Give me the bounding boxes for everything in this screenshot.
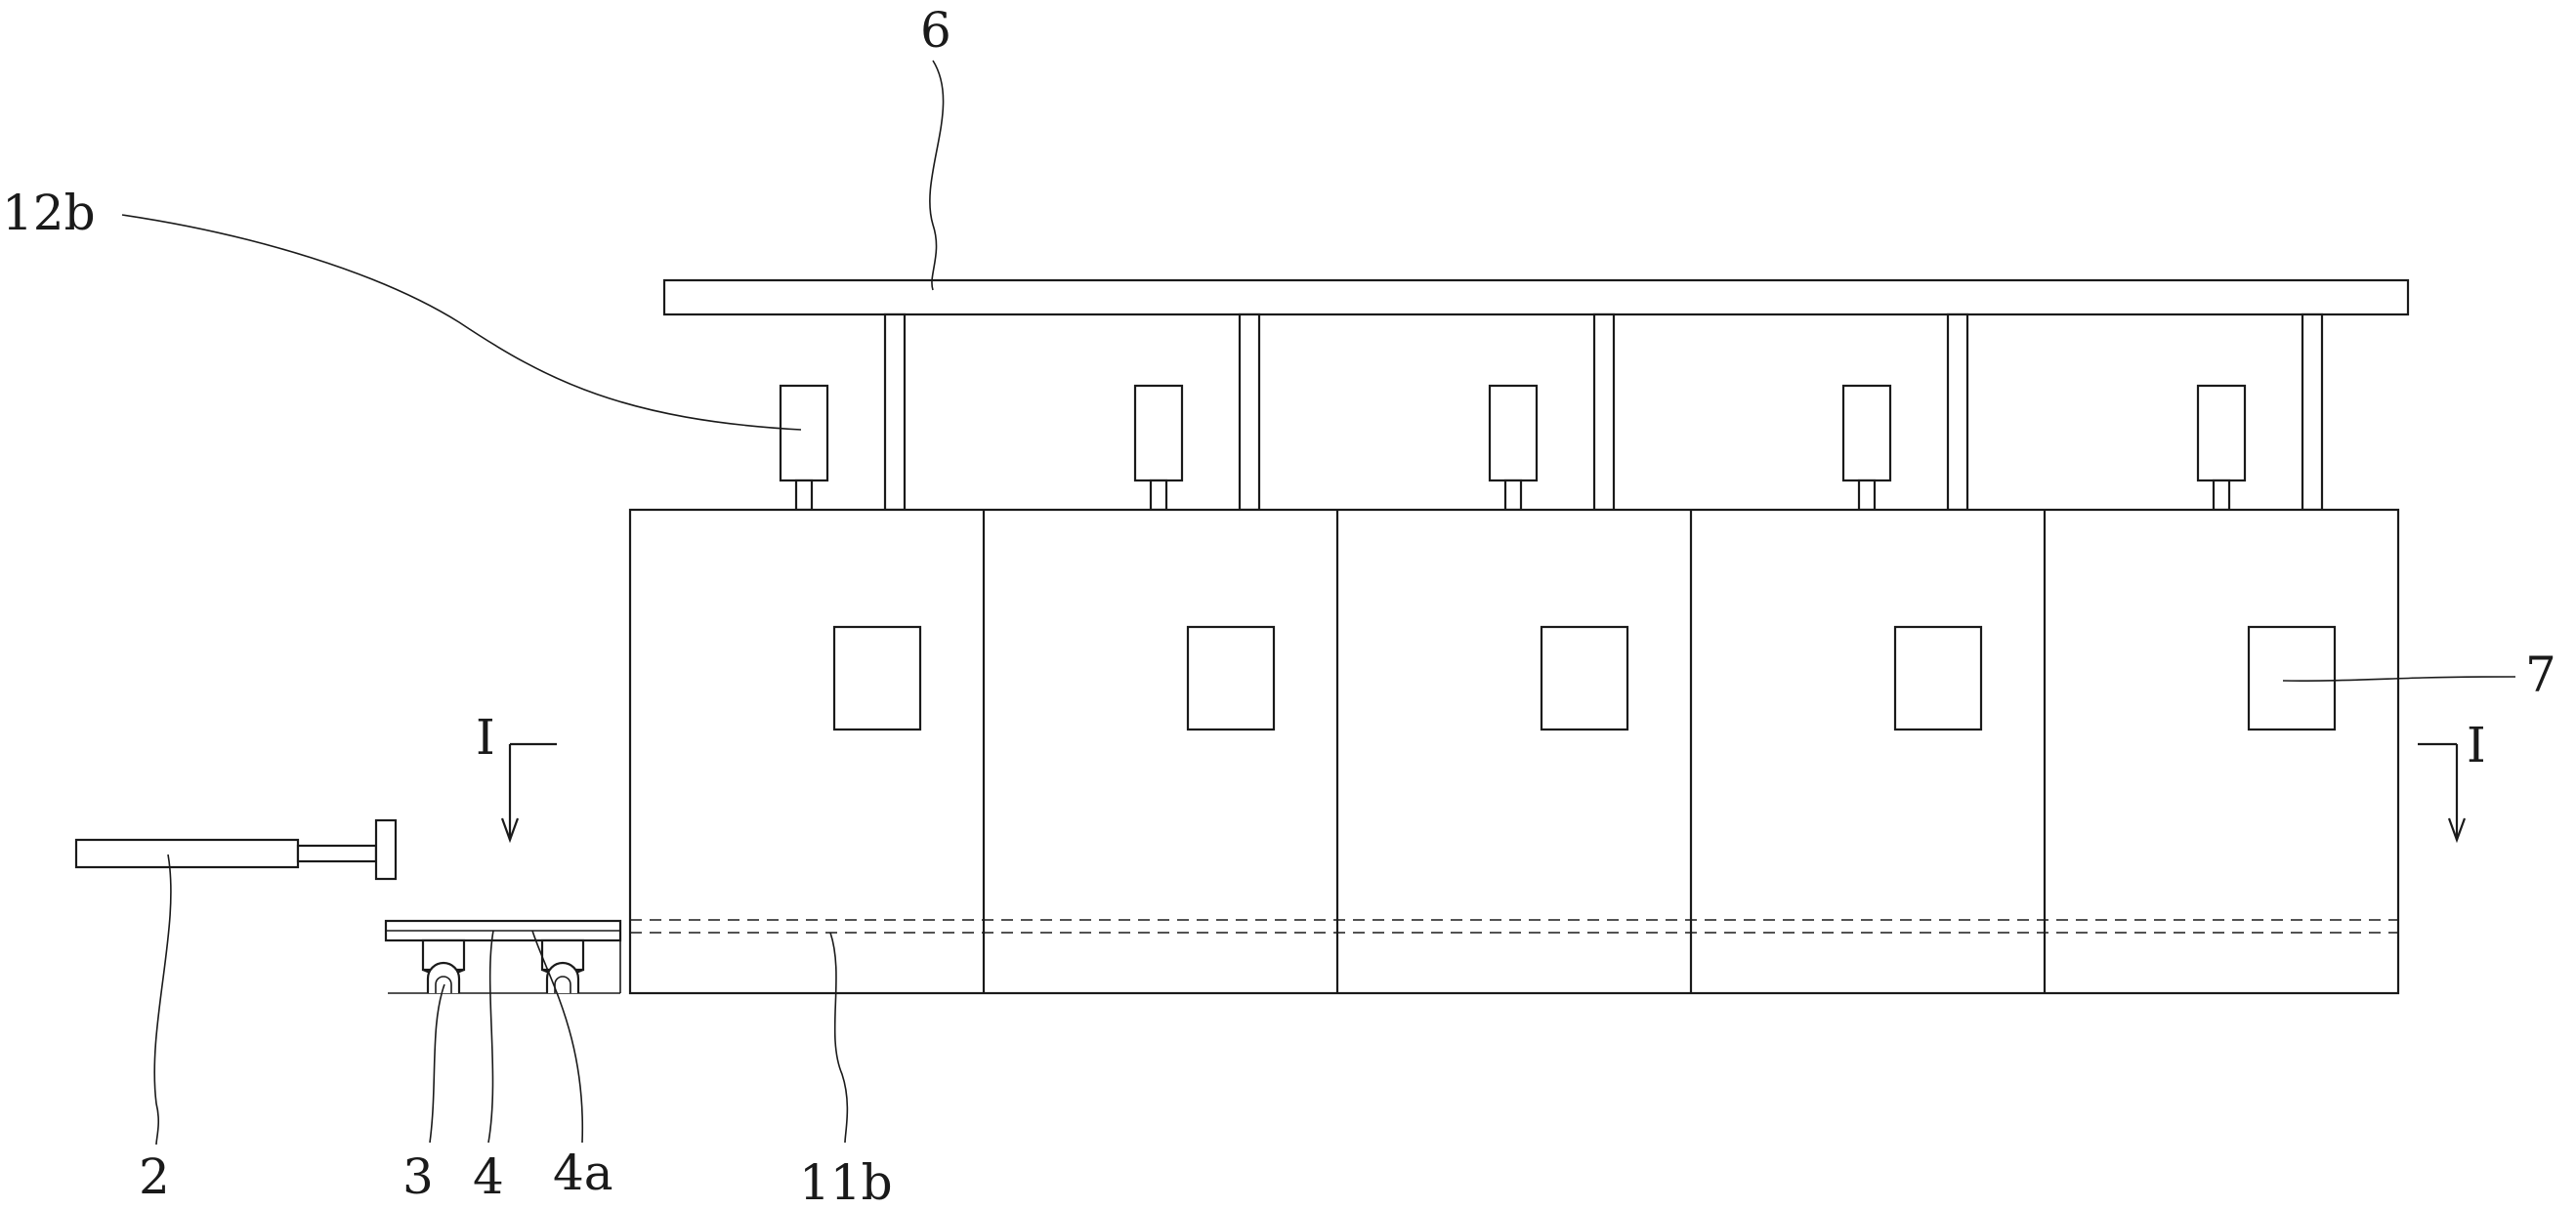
top-frame-bar bbox=[662, 278, 2410, 316]
chamber-window bbox=[832, 625, 922, 731]
leader-motor bbox=[121, 214, 802, 431]
section-marker-right bbox=[2418, 742, 2467, 844]
push-cylinder bbox=[74, 818, 398, 881]
cylinder-head bbox=[374, 818, 398, 881]
section-marker-left bbox=[500, 742, 557, 844]
motor-unit bbox=[1488, 384, 1539, 512]
chamber-outline bbox=[628, 508, 2400, 995]
motor-unit bbox=[1841, 384, 1892, 512]
leader-track bbox=[829, 932, 849, 1144]
label-cart-plate: 4a bbox=[553, 1145, 613, 1201]
label-section-left: I bbox=[476, 709, 495, 766]
leader-lines bbox=[121, 60, 2516, 1146]
label-section-right: I bbox=[2467, 717, 2486, 773]
leader-cart bbox=[487, 930, 494, 1144]
track-hidden-lines bbox=[630, 919, 2398, 934]
label-window: 7 bbox=[2525, 646, 2556, 703]
label-roller: 3 bbox=[402, 1148, 434, 1205]
support-post bbox=[1592, 313, 1616, 512]
cylinder-body bbox=[74, 838, 300, 869]
leader-window bbox=[2282, 676, 2516, 682]
chamber-window bbox=[2247, 625, 2337, 731]
label-frame: 6 bbox=[920, 2, 951, 59]
leader-cart-plate bbox=[531, 930, 584, 1144]
label-cart: 4 bbox=[473, 1148, 504, 1205]
leader-cylinder bbox=[153, 854, 172, 1146]
motor-unit bbox=[2196, 384, 2247, 512]
cart-assembly bbox=[384, 919, 622, 994]
support-post bbox=[1238, 313, 1261, 512]
motor-unit bbox=[1133, 384, 1184, 512]
chamber-block bbox=[628, 508, 2400, 995]
support-post bbox=[883, 313, 907, 512]
label-cylinder: 2 bbox=[139, 1148, 170, 1205]
roller-left bbox=[421, 938, 466, 993]
label-motor: 12b bbox=[2, 185, 96, 241]
chamber-windows bbox=[832, 625, 2337, 731]
label-track: 11b bbox=[799, 1154, 893, 1209]
support-post bbox=[1946, 313, 1969, 512]
motor-unit bbox=[779, 384, 829, 512]
leader-frame bbox=[929, 60, 945, 291]
chamber-window bbox=[1186, 625, 1276, 731]
chamber-window bbox=[1540, 625, 1629, 731]
support-post bbox=[2301, 313, 2324, 512]
roller-right bbox=[540, 938, 585, 993]
chamber-window bbox=[1893, 625, 1983, 731]
cylinder-rod bbox=[296, 844, 378, 863]
support-posts bbox=[883, 313, 2324, 512]
leader-roller bbox=[429, 983, 445, 1144]
motors bbox=[779, 384, 2247, 512]
